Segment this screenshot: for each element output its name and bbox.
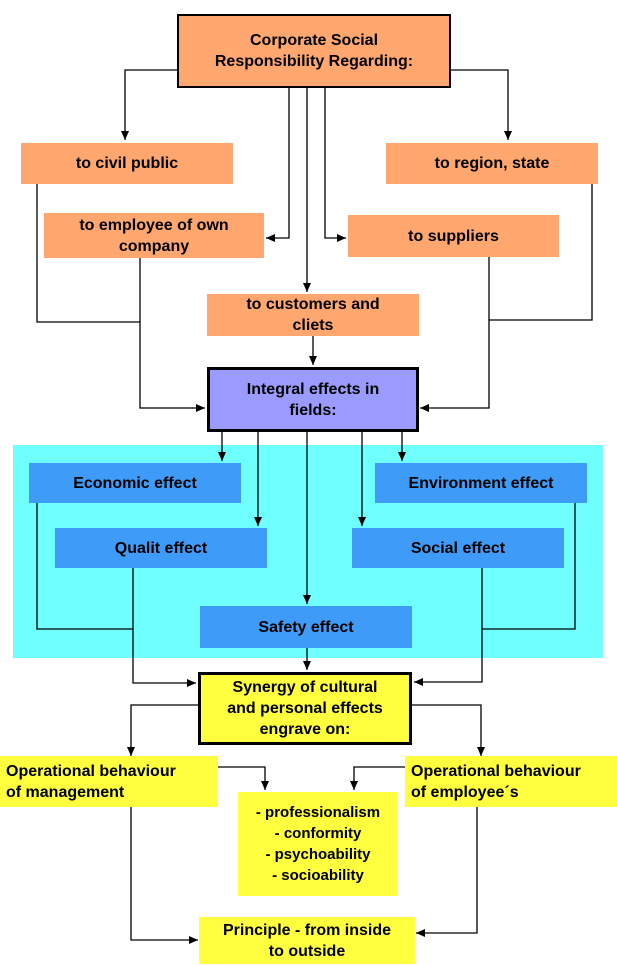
edge-csr-employee [266, 88, 290, 242]
edge-employees-qualities [350, 766, 405, 790]
environment-effect-box: Environment effect [375, 463, 587, 503]
region-state-box: to region, state [386, 143, 598, 184]
edge-management-principle [130, 807, 198, 944]
customers-box: to customers and cliets [207, 294, 419, 336]
qualit-effect-box: Qualit effect [55, 528, 267, 568]
edge-synergy-employees [412, 704, 485, 756]
operational-management-box: Operational behaviour of management [0, 756, 218, 807]
edge-csr-region [450, 69, 512, 140]
edge-employees-principle [416, 807, 478, 937]
employee-box: to employee of own company [44, 213, 264, 258]
csr-box: Corporate Social Responsibility Regardin… [177, 14, 451, 88]
economic-effect-box: Economic effect [29, 463, 241, 503]
synergy-box: Synergy of cultural and personal effects… [198, 672, 412, 745]
safety-effect-box: Safety effect [200, 606, 412, 648]
civil-public-box: to civil public [21, 143, 233, 184]
operational-employees-box: Operational behaviour of employee´s [405, 756, 617, 807]
social-effect-box: Social effect [352, 528, 564, 568]
integral-effects-box: Integral effects in fields: [207, 367, 419, 432]
edge-csr-civil [121, 69, 178, 140]
edge-csr-suppliers [324, 88, 346, 242]
principle-box: Principle - from inside to outside [199, 917, 415, 964]
edge-management-qualities [218, 766, 269, 790]
suppliers-box: to suppliers [348, 215, 559, 257]
edge-synergy-management [127, 704, 198, 756]
qualities-box: - professionalism - conformity - psychoa… [238, 792, 398, 896]
